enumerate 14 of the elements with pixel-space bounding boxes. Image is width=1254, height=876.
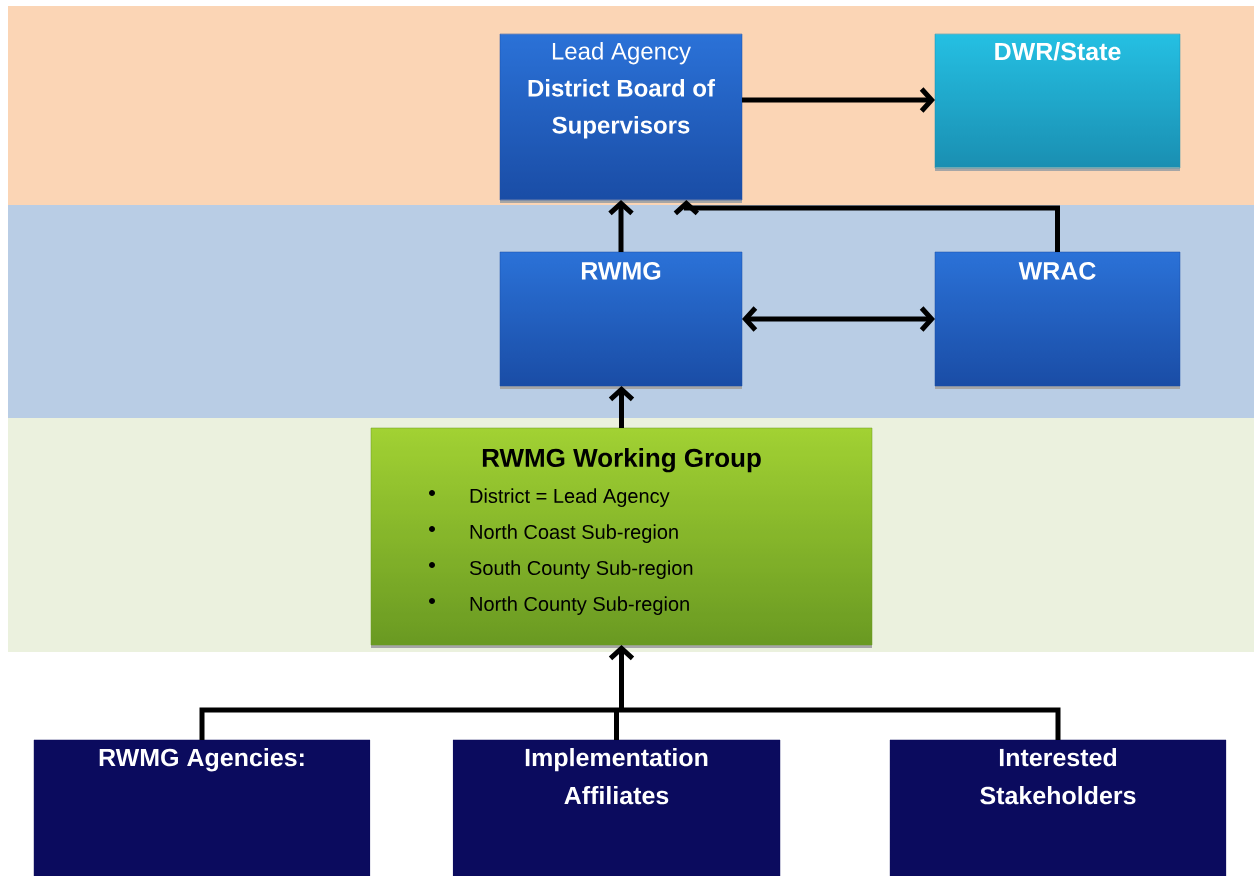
box: Interested Stakeholders xyxy=(889,739,1227,876)
box: DWR/State xyxy=(934,33,1181,169)
box: RWMG Working Group District = Lead Agency North Coast Sub-region South County Sub-region North County Sub-region xyxy=(370,427,873,646)
box: Lead Agency District Board of Supervisors xyxy=(499,33,743,201)
arrow xyxy=(608,200,634,252)
box: RWMG xyxy=(499,251,743,387)
box: Implementation Affiliates xyxy=(452,739,781,876)
arrow xyxy=(199,645,1061,743)
arrow xyxy=(608,386,635,428)
arrow xyxy=(742,87,935,113)
box: RWMG Agencies: xyxy=(33,739,371,876)
arrow xyxy=(673,200,1060,252)
box: WRAC xyxy=(934,251,1181,387)
arrow xyxy=(742,306,935,332)
